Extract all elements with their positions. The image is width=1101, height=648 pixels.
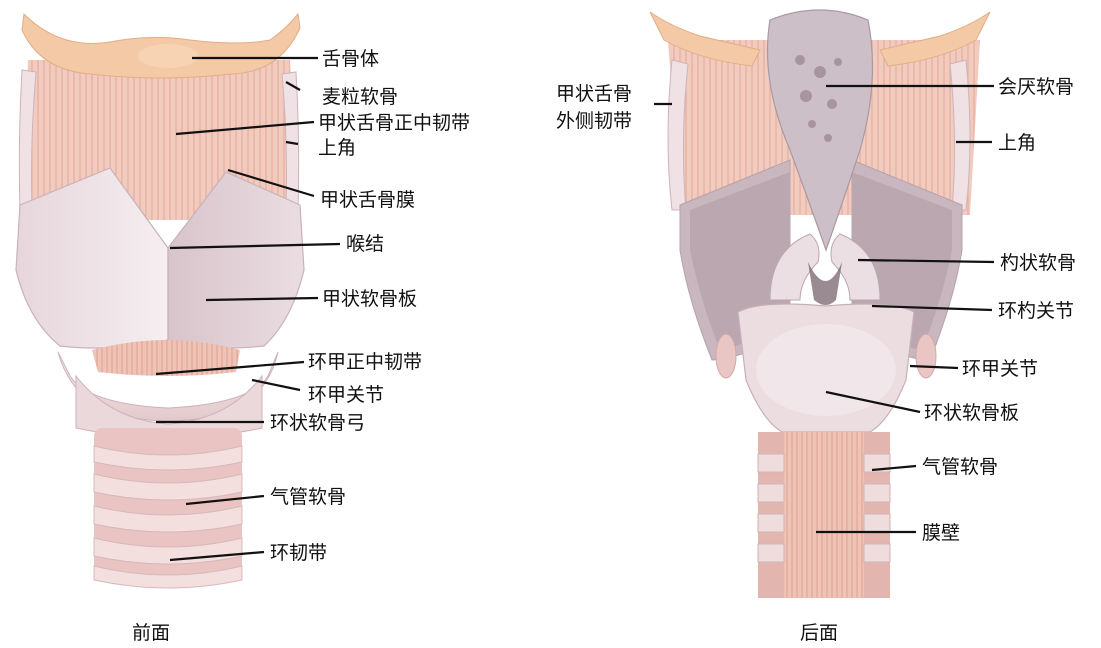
label-posterior-tracheal-cartilage: 气管软骨 xyxy=(922,456,998,478)
label-median-cricothyroid-lig: 环甲正中韧带 xyxy=(308,351,422,373)
caption-anterior: 前面 xyxy=(132,622,170,644)
label-median-thyrohyoid-lig: 甲状舌骨正中韧带 xyxy=(318,112,470,134)
label-cricothyroid-joint: 环甲关节 xyxy=(308,384,384,406)
label-superior-horn: 上角 xyxy=(318,137,356,159)
label-lateral-thyrohyoid-2: 外侧韧带 xyxy=(556,110,632,132)
label-membranous-wall: 膜壁 xyxy=(922,522,960,544)
posterior-larynx-illustration xyxy=(650,10,990,598)
label-arytenoid: 杓状软骨 xyxy=(1000,252,1076,274)
label-lateral-thyrohyoid-1: 甲状舌骨 xyxy=(556,83,632,105)
label-epiglottis: 会厌软骨 xyxy=(998,76,1074,98)
label-cricoid-lamina: 环状软骨板 xyxy=(924,402,1019,424)
median-cricothyroid-ligament-shape xyxy=(92,340,240,376)
label-thyroid-lamina: 甲状软骨板 xyxy=(322,288,417,310)
label-posterior-superior-horn: 上角 xyxy=(998,132,1036,154)
label-cricoid-arch: 环状软骨弓 xyxy=(270,412,365,434)
label-posterior-cricothyroid-joint: 环甲关节 xyxy=(962,358,1038,380)
label-tracheal-cartilage: 气管软骨 xyxy=(270,486,346,508)
label-laryngeal-prominence: 喉结 xyxy=(346,233,384,255)
label-hyoid-body: 舌骨体 xyxy=(322,48,379,70)
membranous-wall-shape xyxy=(784,432,864,598)
label-annular-lig: 环韧带 xyxy=(270,542,327,564)
caption-posterior: 后面 xyxy=(800,622,838,644)
label-cricoarytenoid-joint: 环杓关节 xyxy=(998,300,1074,322)
anterior-larynx-illustration xyxy=(16,14,304,588)
label-triticeous: 麦粒软骨 xyxy=(322,86,398,108)
label-thyrohyoid-membrane: 甲状舌骨膜 xyxy=(320,189,415,211)
